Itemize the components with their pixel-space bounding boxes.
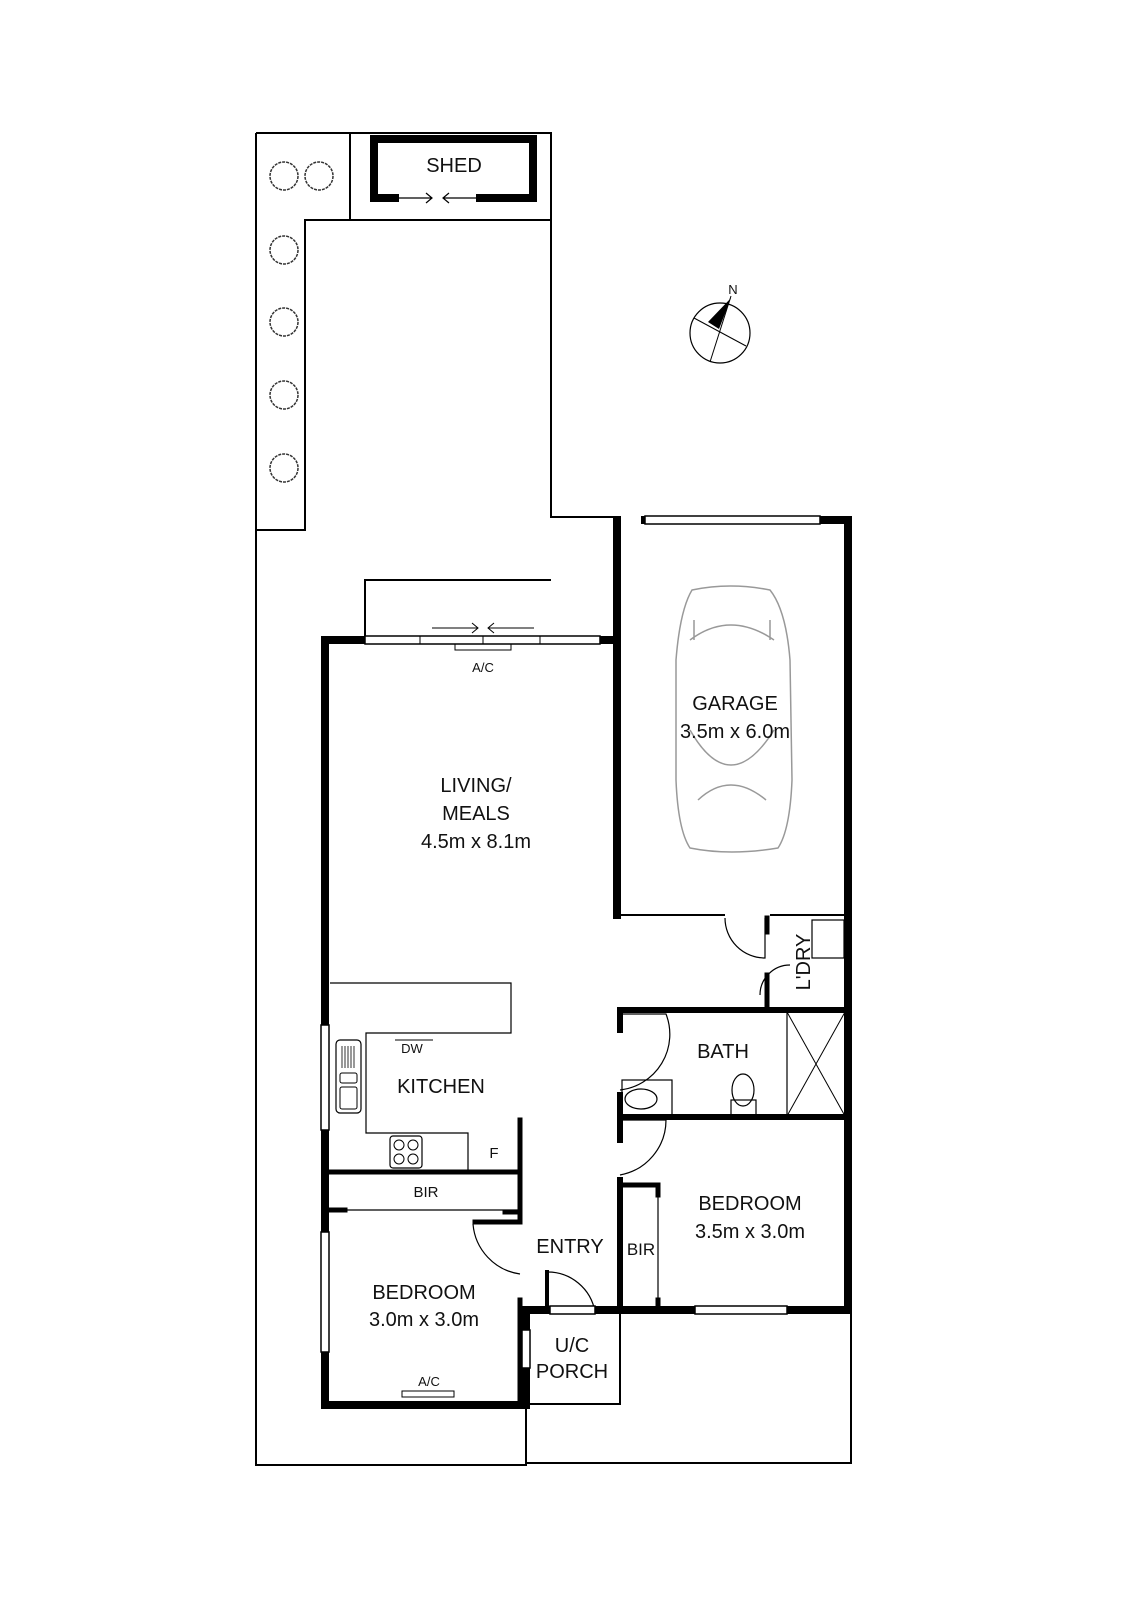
shed-walls (370, 135, 537, 202)
bath-door-arc (619, 1013, 671, 1091)
bir-west-walls (322, 1169, 523, 1213)
entry-door-arc (546, 1271, 596, 1313)
living-label-line1: LIVING/ (440, 775, 512, 797)
tree-icon (269, 307, 299, 337)
bedroom-east-label: BEDROOM (698, 1193, 801, 1215)
site-boundary (255, 132, 852, 1466)
laundry-tub (811, 919, 845, 959)
entry-label: ENTRY (536, 1236, 603, 1258)
tree-icon (269, 453, 299, 483)
living-label-line2: MEALS (442, 803, 510, 825)
entry-door-threshold (549, 1305, 596, 1315)
fridge-label: F (489, 1145, 498, 1162)
shower-icon (786, 1011, 846, 1117)
bedroom-east-window (694, 1305, 788, 1315)
bedroom-west-size: 3.0m x 3.0m (369, 1309, 479, 1331)
trees (269, 161, 334, 483)
porch-label-line2: PORCH (536, 1361, 608, 1383)
bath-walls (617, 1007, 851, 1313)
ac-label-bedroom: A/C (418, 1374, 440, 1389)
bir-label-kitchen: BIR (413, 1184, 438, 1201)
kitchen-label: KITCHEN (397, 1076, 485, 1098)
garage-window (644, 515, 821, 525)
kitchen-window (320, 1024, 330, 1131)
tree-icon (269, 161, 299, 191)
sink-icon (335, 1039, 362, 1114)
bedroom-west-door-arc (472, 1223, 521, 1275)
tree-icon (269, 380, 299, 410)
porch-label-line1: U/C (555, 1335, 589, 1357)
compass-icon: N (689, 282, 751, 364)
kitchen-bench-island (330, 982, 512, 1172)
garage-label: GARAGE (692, 693, 778, 715)
shed-sliding-door-icon (395, 192, 480, 204)
garden-bed (256, 133, 551, 531)
basin-icon (624, 1088, 658, 1110)
tree-icon (304, 161, 334, 191)
porch-outline (526, 1310, 621, 1405)
bath-label: BATH (697, 1041, 749, 1063)
bedroom-east-size: 3.5m x 3.0m (695, 1221, 805, 1243)
bedroom-west-label: BEDROOM (372, 1282, 475, 1304)
garage-door-arc (724, 917, 766, 959)
cooktop-icon (389, 1135, 423, 1169)
toilet-icon (730, 1073, 757, 1116)
vanity (621, 1079, 673, 1116)
dishwasher-label: DW (401, 1041, 423, 1056)
compass-north-label: N (728, 282, 737, 297)
car-icon (675, 585, 793, 853)
tree-icon (269, 235, 299, 265)
bedroom-west-window (320, 1231, 330, 1353)
living-size: 4.5m x 8.1m (421, 831, 531, 853)
bedroom-door-arc (619, 1119, 667, 1176)
laundry-door-arc (759, 964, 791, 996)
shed-label: SHED (426, 155, 482, 177)
laundry-label: L'DRY (793, 934, 815, 991)
bedroom-west-wall (472, 1209, 523, 1408)
ac-unit-living (454, 643, 512, 651)
house-exterior-walls (321, 516, 852, 1409)
ac-label-living: A/C (472, 660, 494, 675)
porch-window (521, 1329, 531, 1369)
garage-size: 3.5m x 6.0m (680, 721, 790, 743)
kitchen-wall (502, 1117, 523, 1215)
paving (364, 579, 551, 640)
ac-unit-bedroom (401, 1390, 455, 1398)
bir-label-bedroom: BIR (627, 1240, 655, 1259)
